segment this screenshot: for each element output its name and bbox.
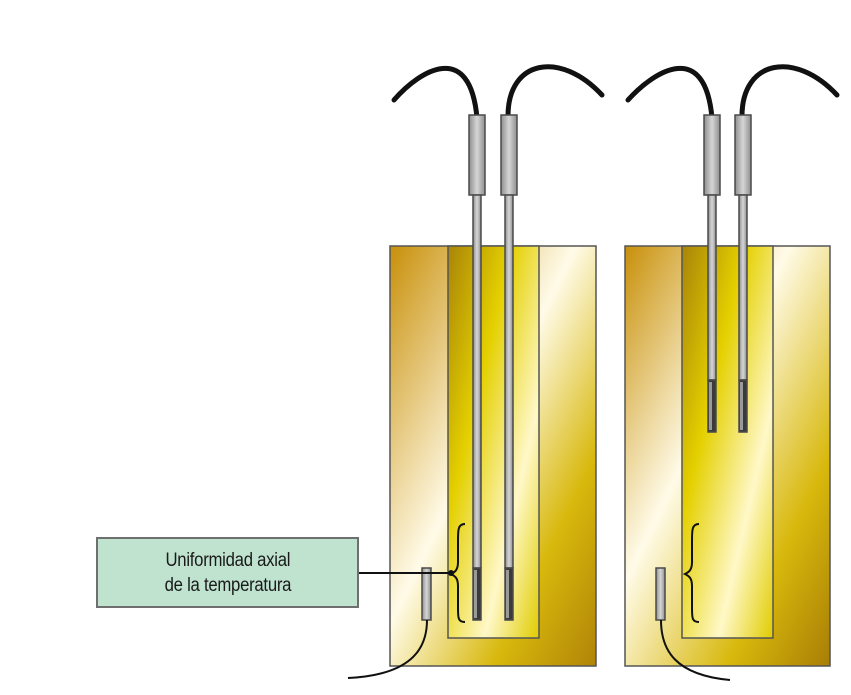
probe-shaft-left-1	[472, 194, 482, 569]
left-block-well	[447, 245, 540, 639]
cable-right-2	[739, 64, 840, 119]
probe-handle-left-1	[468, 114, 486, 196]
reference-sensors	[347, 567, 731, 681]
callout-line-2: de la temperatura	[164, 574, 291, 596]
cable-left-2	[505, 64, 605, 119]
reference-sensor-right-wire	[660, 619, 731, 681]
right-block-well	[681, 245, 774, 639]
reference-sensor-right	[655, 567, 666, 621]
probe-shaft-right-1	[707, 194, 717, 381]
probe-shaft-left-2	[504, 194, 514, 569]
probe-shaft-right-2	[738, 194, 748, 381]
right-probes	[703, 114, 752, 433]
probe-tipshade-left-1	[474, 570, 477, 618]
brace-right	[682, 523, 700, 623]
callout-line-1: Uniformidad axial	[165, 549, 290, 571]
left-probes	[468, 114, 518, 621]
cables	[391, 64, 840, 121]
reference-sensor-left	[421, 567, 432, 621]
probe-tipshade-left-2	[506, 570, 509, 618]
callout-leader-dot	[448, 570, 454, 576]
probe-tipshade-right-1	[709, 382, 712, 430]
cable-left-1	[391, 66, 480, 121]
probe-handle-right-1	[703, 114, 721, 196]
reference-sensor-left-wire	[347, 619, 428, 679]
axial-uniformity-callout: Uniformidad axial de la temperatura	[96, 537, 359, 608]
probe-handle-left-2	[500, 114, 518, 196]
probe-handle-right-2	[734, 114, 752, 196]
cable-right-1	[625, 66, 715, 121]
left-block	[389, 245, 597, 667]
probe-tipshade-right-2	[740, 382, 743, 430]
